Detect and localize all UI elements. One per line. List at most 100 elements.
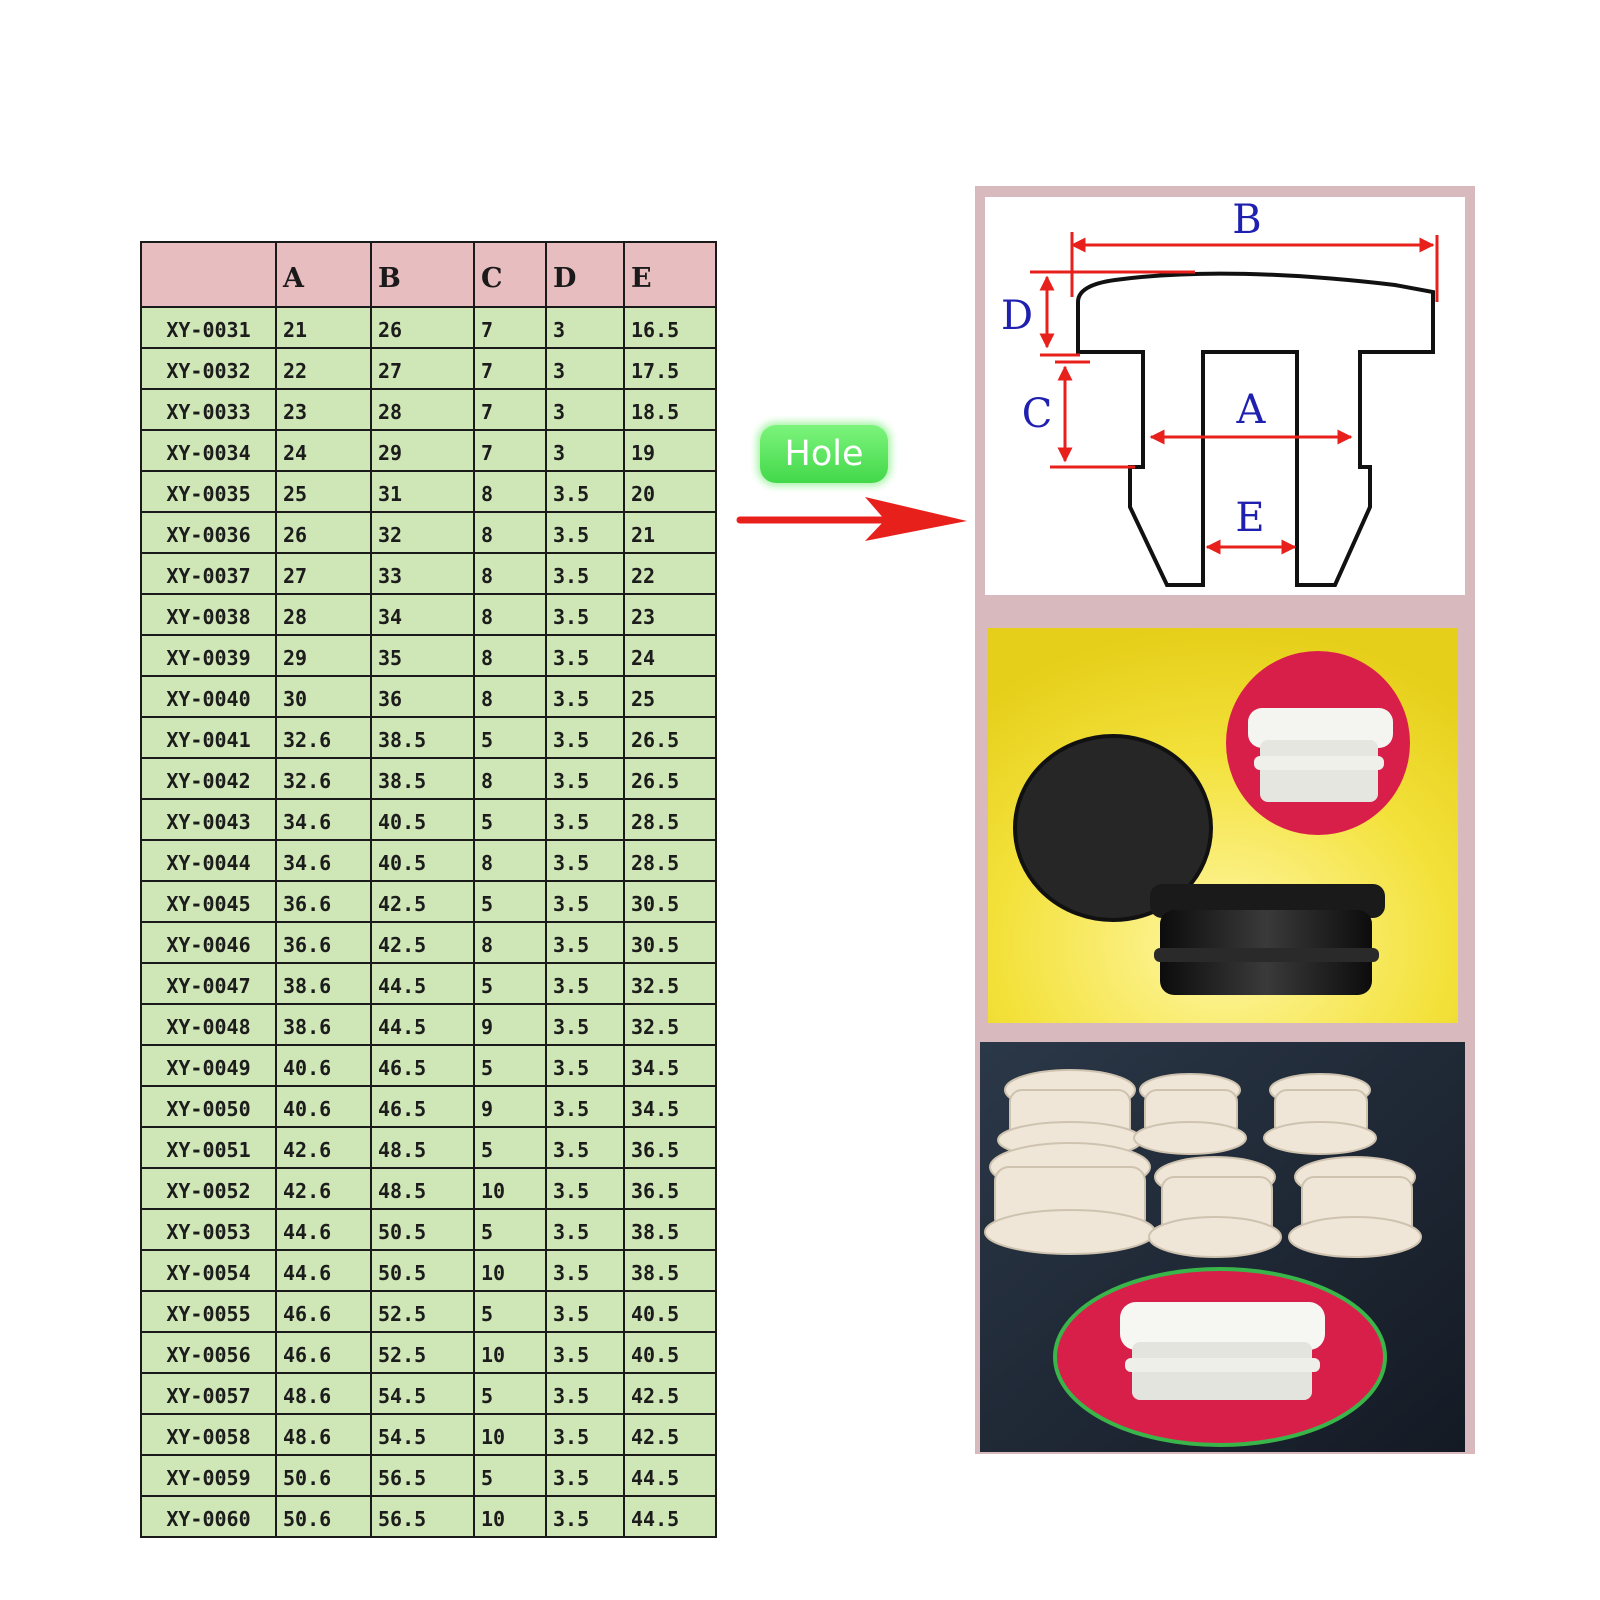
header-col-c: C <box>473 241 547 308</box>
value-cell-c: 8 <box>473 757 547 800</box>
value-cell-a: 28 <box>275 593 372 636</box>
value-cell-d: 3.5 <box>545 1372 625 1415</box>
value-cell-c: 8 <box>473 470 547 513</box>
value-cell-b: 44.5 <box>370 1003 475 1046</box>
model-cell: XY-0041 <box>140 716 277 759</box>
model-cell: XY-0057 <box>140 1372 277 1415</box>
black-plug-top <box>1015 736 1211 920</box>
value-cell-d: 3.5 <box>545 1003 625 1046</box>
value-cell-c: 7 <box>473 347 547 390</box>
value-cell-c: 5 <box>473 880 547 923</box>
value-cell-d: 3.5 <box>545 470 625 513</box>
model-cell: XY-0035 <box>140 470 277 513</box>
white-plugs-photo <box>980 1042 1465 1452</box>
label-d: D <box>1001 293 1033 339</box>
value-cell-c: 9 <box>473 1003 547 1046</box>
value-cell-b: 31 <box>370 470 475 513</box>
model-cell: XY-0031 <box>140 306 277 349</box>
model-cell: XY-0034 <box>140 429 277 472</box>
model-cell: XY-0050 <box>140 1085 277 1128</box>
label-b: B <box>1232 197 1261 243</box>
value-cell-e: 20 <box>623 470 717 513</box>
value-cell-c: 8 <box>473 593 547 636</box>
value-cell-a: 36.6 <box>275 880 372 923</box>
value-cell-c: 5 <box>473 1044 547 1087</box>
value-cell-d: 3.5 <box>545 1249 625 1292</box>
label-c: C <box>1022 391 1053 437</box>
value-cell-e: 40.5 <box>623 1290 717 1333</box>
value-cell-a: 40.6 <box>275 1085 372 1128</box>
value-cell-d: 3.5 <box>545 511 625 554</box>
value-cell-d: 3.5 <box>545 1126 625 1169</box>
model-cell: XY-0044 <box>140 839 277 882</box>
value-cell-c: 5 <box>473 798 547 841</box>
value-cell-c: 5 <box>473 1126 547 1169</box>
value-cell-c: 8 <box>473 839 547 882</box>
value-cell-e: 21 <box>623 511 717 554</box>
value-cell-c: 8 <box>473 552 547 595</box>
value-cell-b: 36 <box>370 675 475 718</box>
white-plug-body <box>1260 740 1378 802</box>
model-cell: XY-0054 <box>140 1249 277 1292</box>
value-cell-a: 27 <box>275 552 372 595</box>
value-cell-c: 10 <box>473 1413 547 1456</box>
label-a: A <box>1236 387 1267 433</box>
value-cell-d: 3.5 <box>545 962 625 1005</box>
value-cell-b: 38.5 <box>370 757 475 800</box>
model-cell: XY-0048 <box>140 1003 277 1046</box>
value-cell-e: 28.5 <box>623 839 717 882</box>
model-cell: XY-0039 <box>140 634 277 677</box>
value-cell-d: 3 <box>545 306 625 349</box>
header-col-d: D <box>545 241 625 308</box>
value-cell-c: 5 <box>473 1454 547 1497</box>
value-cell-a: 36.6 <box>275 921 372 964</box>
value-cell-d: 3.5 <box>545 675 625 718</box>
value-cell-b: 54.5 <box>370 1372 475 1415</box>
value-cell-a: 32.6 <box>275 757 372 800</box>
value-cell-e: 23 <box>623 593 717 636</box>
value-cell-c: 8 <box>473 675 547 718</box>
value-cell-c: 10 <box>473 1495 547 1538</box>
value-cell-a: 26 <box>275 511 372 554</box>
value-cell-b: 42.5 <box>370 921 475 964</box>
plug-outline <box>1076 271 1435 587</box>
model-cell: XY-0056 <box>140 1331 277 1374</box>
model-cell: XY-0036 <box>140 511 277 554</box>
value-cell-a: 34.6 <box>275 798 372 841</box>
value-cell-d: 3.5 <box>545 839 625 882</box>
black-plug-side-cap <box>1150 884 1385 918</box>
value-cell-b: 50.5 <box>370 1249 475 1292</box>
model-cell: XY-0047 <box>140 962 277 1005</box>
model-cell: XY-0059 <box>140 1454 277 1497</box>
value-cell-e: 36.5 <box>623 1126 717 1169</box>
value-cell-d: 3.5 <box>545 1331 625 1374</box>
value-cell-c: 8 <box>473 511 547 554</box>
model-cell: XY-0046 <box>140 921 277 964</box>
value-cell-e: 44.5 <box>623 1495 717 1538</box>
value-cell-a: 34.6 <box>275 839 372 882</box>
value-cell-b: 46.5 <box>370 1044 475 1087</box>
model-cell: XY-0045 <box>140 880 277 923</box>
value-cell-e: 34.5 <box>623 1085 717 1128</box>
black-plug-photo <box>988 628 1458 1023</box>
value-cell-b: 42.5 <box>370 880 475 923</box>
value-cell-b: 52.5 <box>370 1290 475 1333</box>
value-cell-e: 38.5 <box>623 1249 717 1292</box>
value-cell-c: 5 <box>473 1208 547 1251</box>
value-cell-e: 30.5 <box>623 880 717 923</box>
